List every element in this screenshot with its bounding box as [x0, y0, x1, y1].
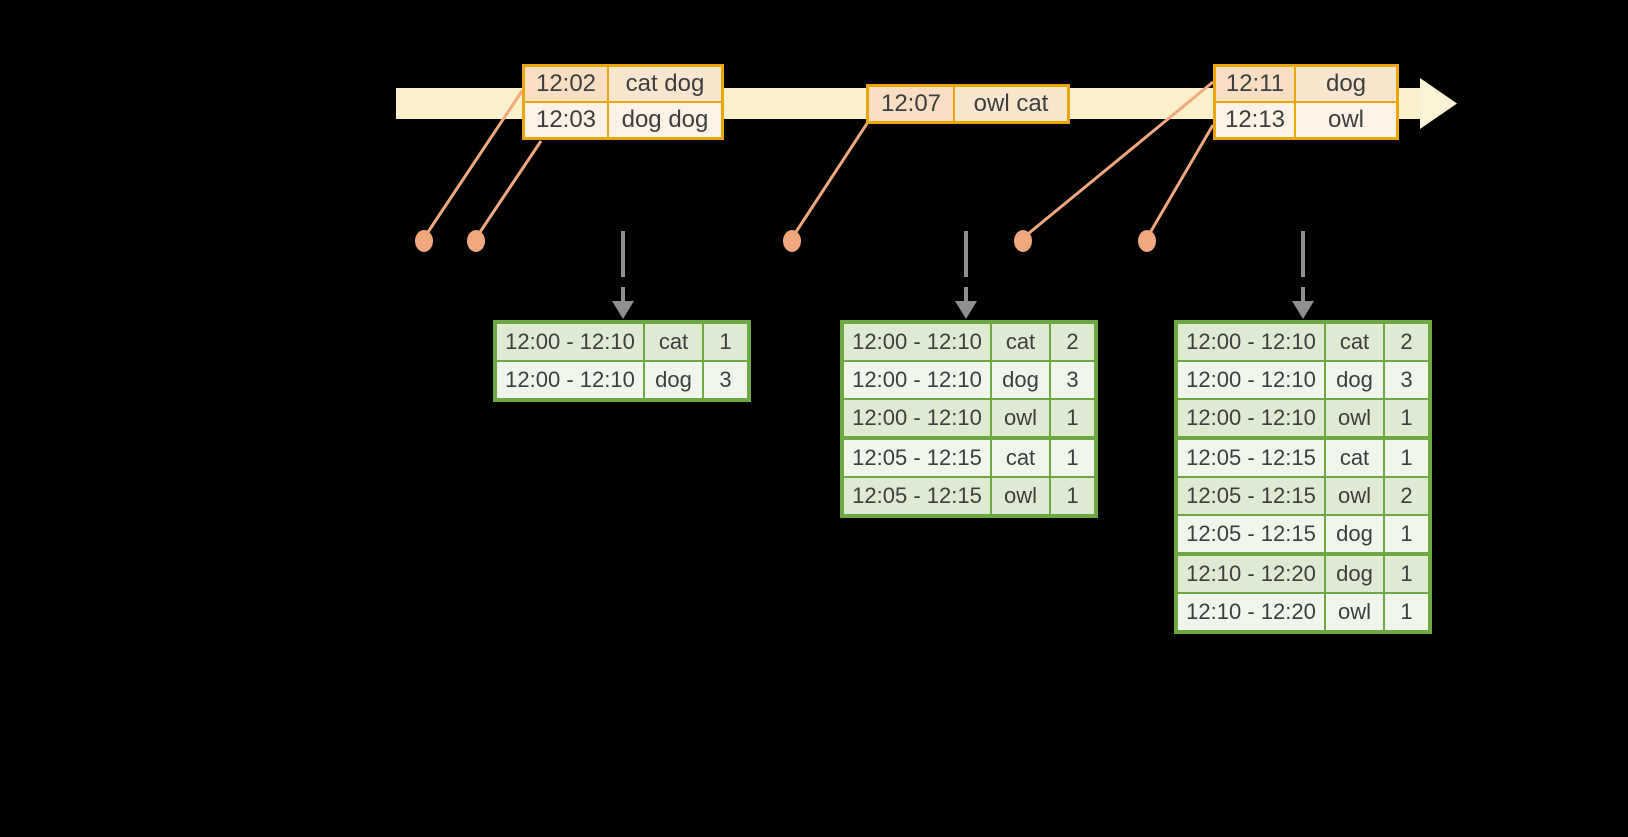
- word-cell: cat: [992, 324, 1049, 360]
- window-cell: 12:05 - 12:15: [1178, 478, 1324, 514]
- result-row: 12:00 - 12:10 dog 3: [844, 362, 1094, 398]
- event-words-cell: owl cat: [955, 87, 1067, 121]
- result-row: 12:00 - 12:10 cat 2: [844, 324, 1094, 360]
- window-cell: 12:00 - 12:10: [844, 362, 990, 398]
- result-table-3: 12:00 - 12:10 cat 2 12:00 - 12:10 dog 3 …: [1174, 320, 1432, 634]
- count-cell: 1: [1385, 516, 1428, 552]
- event-table-1: 12:02 cat dog 12:03 dog dog: [522, 64, 724, 140]
- word-cell: cat: [1326, 324, 1383, 360]
- result-row: 12:10 - 12:20 owl 1: [1178, 594, 1428, 630]
- result-row: 12:05 - 12:15 owl 1: [844, 478, 1094, 514]
- window-cell: 12:05 - 12:15: [844, 478, 990, 514]
- result-row: 12:00 - 12:10 owl 1: [844, 400, 1094, 436]
- trigger-arrowhead-2-icon: [955, 301, 977, 319]
- event-words-cell: dog dog: [609, 103, 721, 137]
- window-cell: 12:10 - 12:20: [1178, 594, 1324, 630]
- connector-line-12-07: [790, 121, 870, 239]
- event-time-cell: 12:07: [869, 87, 953, 121]
- count-cell: 1: [1051, 400, 1094, 436]
- connector-line-12-03: [474, 140, 543, 239]
- event-dot-12-03: [467, 230, 485, 252]
- result-row: 12:05 - 12:15 dog 1: [1178, 516, 1428, 552]
- word-cell: owl: [992, 400, 1049, 436]
- count-cell: 1: [704, 324, 747, 360]
- event-row: 12:02 cat dog: [525, 67, 721, 101]
- event-words-cell: owl: [1296, 103, 1396, 137]
- count-cell: 3: [1051, 362, 1094, 398]
- event-words-cell: cat dog: [609, 67, 721, 101]
- word-cell: dog: [1326, 556, 1383, 592]
- connector-line-12-11: [1022, 80, 1214, 240]
- count-cell: 1: [1051, 478, 1094, 514]
- connector-line-12-02: [422, 90, 524, 239]
- word-cell: cat: [1326, 440, 1383, 476]
- event-time-cell: 12:11: [1216, 67, 1294, 101]
- word-cell: dog: [1326, 516, 1383, 552]
- connector-line-12-13: [1145, 124, 1215, 239]
- event-time-cell: 12:02: [525, 67, 607, 101]
- event-dot-12-11: [1014, 230, 1032, 252]
- result-row: 12:00 - 12:10 dog 3: [1178, 362, 1428, 398]
- word-cell: cat: [645, 324, 702, 360]
- trigger-arrowhead-3-icon: [1292, 301, 1314, 319]
- count-cell: 2: [1385, 324, 1428, 360]
- count-cell: 1: [1385, 440, 1428, 476]
- count-cell: 1: [1385, 400, 1428, 436]
- result-row: 12:00 - 12:10 dog 3: [497, 362, 747, 398]
- count-cell: 1: [1385, 556, 1428, 592]
- event-words-cell: dog: [1296, 67, 1396, 101]
- result-table-1: 12:00 - 12:10 cat 1 12:00 - 12:10 dog 3: [493, 320, 751, 402]
- count-cell: 3: [704, 362, 747, 398]
- count-cell: 1: [1051, 440, 1094, 476]
- event-row: 12:03 dog dog: [525, 103, 721, 137]
- word-cell: dog: [645, 362, 702, 398]
- event-dot-12-02: [415, 230, 433, 252]
- result-row: 12:00 - 12:10 cat 2: [1178, 324, 1428, 360]
- event-row: 12:11 dog: [1216, 67, 1396, 101]
- window-cell: 12:00 - 12:10: [844, 400, 990, 436]
- timeline-arrowhead-icon: [1420, 78, 1457, 129]
- trigger-arrowhead-1-icon: [612, 301, 634, 319]
- window-cell: 12:10 - 12:20: [1178, 556, 1324, 592]
- word-cell: owl: [1326, 400, 1383, 436]
- window-cell: 12:05 - 12:15: [1178, 516, 1324, 552]
- event-dot-12-07: [783, 230, 801, 252]
- word-cell: dog: [992, 362, 1049, 398]
- window-cell: 12:00 - 12:10: [1178, 362, 1324, 398]
- event-table-3: 12:11 dog 12:13 owl: [1213, 64, 1399, 140]
- window-cell: 12:00 - 12:10: [1178, 324, 1324, 360]
- word-cell: dog: [1326, 362, 1383, 398]
- result-row: 12:05 - 12:15 cat 1: [1178, 440, 1428, 476]
- event-time-cell: 12:13: [1216, 103, 1294, 137]
- result-row: 12:00 - 12:10 owl 1: [1178, 400, 1428, 436]
- result-row: 12:00 - 12:10 cat 1: [497, 324, 747, 360]
- count-cell: 1: [1385, 594, 1428, 630]
- word-cell: cat: [992, 440, 1049, 476]
- event-connector-lines: [422, 80, 1215, 240]
- event-row: 12:13 owl: [1216, 103, 1396, 137]
- count-cell: 2: [1051, 324, 1094, 360]
- result-table-2: 12:00 - 12:10 cat 2 12:00 - 12:10 dog 3 …: [840, 320, 1098, 518]
- word-cell: owl: [1326, 594, 1383, 630]
- word-cell: owl: [992, 478, 1049, 514]
- event-table-2: 12:07 owl cat: [866, 84, 1070, 124]
- word-cell: owl: [1326, 478, 1383, 514]
- window-cell: 12:00 - 12:10: [1178, 400, 1324, 436]
- result-row: 12:05 - 12:15 cat 1: [844, 440, 1094, 476]
- window-cell: 12:00 - 12:10: [497, 324, 643, 360]
- event-time-cell: 12:03: [525, 103, 607, 137]
- window-cell: 12:00 - 12:10: [844, 324, 990, 360]
- count-cell: 2: [1385, 478, 1428, 514]
- window-cell: 12:05 - 12:15: [844, 440, 990, 476]
- event-row: 12:07 owl cat: [869, 87, 1067, 121]
- window-cell: 12:05 - 12:15: [1178, 440, 1324, 476]
- count-cell: 3: [1385, 362, 1428, 398]
- result-row: 12:10 - 12:20 dog 1: [1178, 556, 1428, 592]
- event-time-dots: [415, 230, 1156, 252]
- trigger-arrows: [612, 231, 1314, 319]
- result-row: 12:05 - 12:15 owl 2: [1178, 478, 1428, 514]
- window-cell: 12:00 - 12:10: [497, 362, 643, 398]
- event-dot-12-13: [1138, 230, 1156, 252]
